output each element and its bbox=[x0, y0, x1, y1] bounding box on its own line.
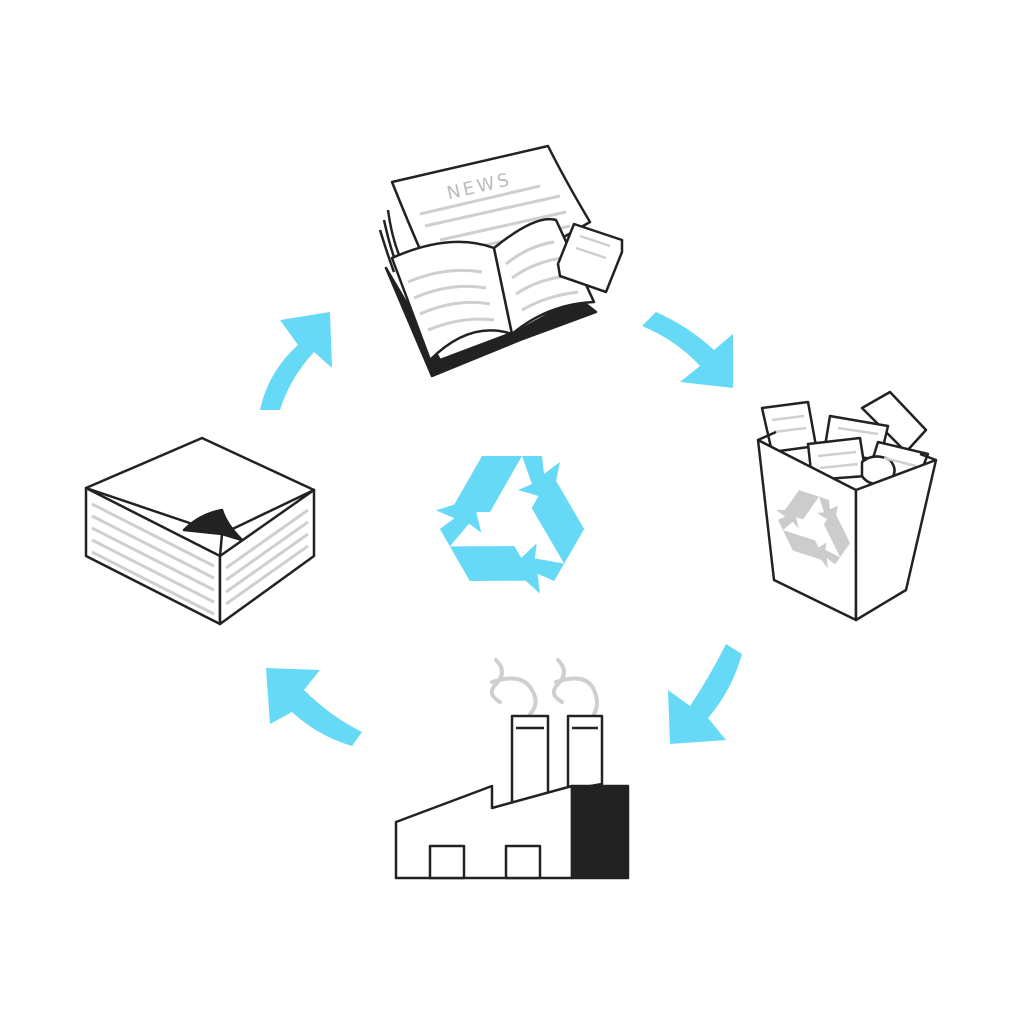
arrow-news-to-bin bbox=[642, 312, 733, 388]
newspaper-books-illustration: NEWS bbox=[378, 144, 624, 378]
factory-dark-block bbox=[570, 784, 630, 880]
recycling-bin-illustration bbox=[756, 390, 938, 622]
chimney-left bbox=[510, 714, 550, 808]
factory-window-left bbox=[428, 844, 466, 880]
smoke-icon bbox=[489, 658, 599, 716]
chimney-right bbox=[566, 714, 604, 792]
factory-window-right bbox=[504, 844, 542, 880]
factory-illustration bbox=[394, 658, 630, 880]
page-curl bbox=[182, 508, 244, 542]
recycle-icon bbox=[430, 456, 601, 609]
flow-arrows bbox=[260, 312, 742, 746]
factory-building bbox=[394, 784, 574, 880]
paper-stack-illustration bbox=[84, 436, 316, 626]
arrow-factory-to-paper bbox=[266, 668, 362, 746]
arrow-paper-to-news bbox=[260, 312, 332, 410]
arrow-bin-to-factory bbox=[668, 644, 742, 744]
bin-side bbox=[854, 458, 938, 622]
